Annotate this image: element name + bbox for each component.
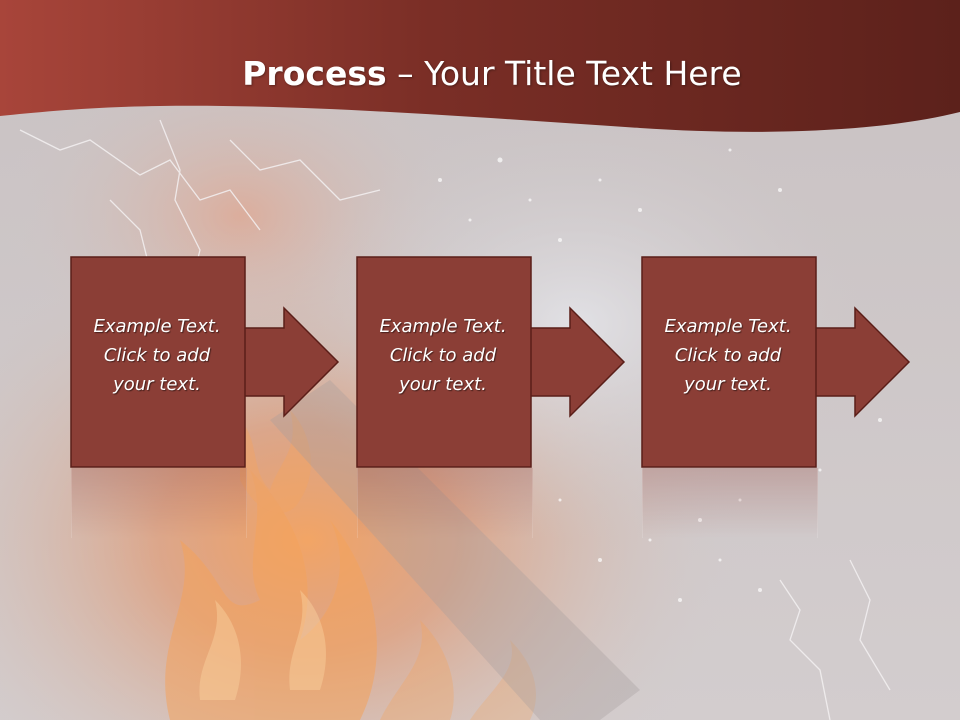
step-box-with-arrow: [70, 256, 340, 468]
step-box: [641, 256, 817, 468]
step-text[interactable]: Example Text. Click to add your text.: [356, 312, 530, 399]
step-text-line-1: Example Text.: [664, 316, 792, 337]
step-box-with-arrow: [356, 256, 626, 468]
step-text-line-3: your text.: [684, 374, 772, 395]
step-text-line-2: Click to add: [389, 345, 497, 366]
step-box-with-arrow: [641, 256, 911, 468]
step-text-line-3: your text.: [399, 374, 487, 395]
slide-title[interactable]: Process – Your Title Text Here: [0, 52, 960, 96]
right-arrow-icon: [243, 306, 340, 418]
step-text-line-2: Click to add: [674, 345, 782, 366]
step-text-line-3: your text.: [113, 374, 201, 395]
step-3-reflection: [642, 468, 818, 538]
step-1-reflection: [71, 468, 247, 538]
slide-title-bold: Process: [242, 54, 387, 93]
step-2-reflection: [357, 468, 533, 538]
process-step-3[interactable]: Example Text. Click to add your text.: [641, 256, 911, 468]
step-text[interactable]: Example Text. Click to add your text.: [70, 312, 244, 399]
step-box: [356, 256, 532, 468]
lightning-strokes: [19, 119, 891, 720]
process-step-1[interactable]: Example Text. Click to add your text.: [70, 256, 340, 468]
step-text-line-1: Example Text.: [379, 316, 507, 337]
right-arrow-icon: [814, 306, 911, 418]
step-text-line-1: Example Text.: [93, 316, 221, 337]
process-step-2[interactable]: Example Text. Click to add your text.: [356, 256, 626, 468]
step-box: [70, 256, 246, 468]
step-text-line-2: Click to add: [103, 345, 211, 366]
title-banner: [0, 0, 960, 132]
slide-title-rest: – Your Title Text Here: [386, 54, 742, 93]
right-arrow-icon: [529, 306, 626, 418]
step-text[interactable]: Example Text. Click to add your text.: [641, 312, 815, 399]
flame-shapes: [165, 410, 536, 720]
